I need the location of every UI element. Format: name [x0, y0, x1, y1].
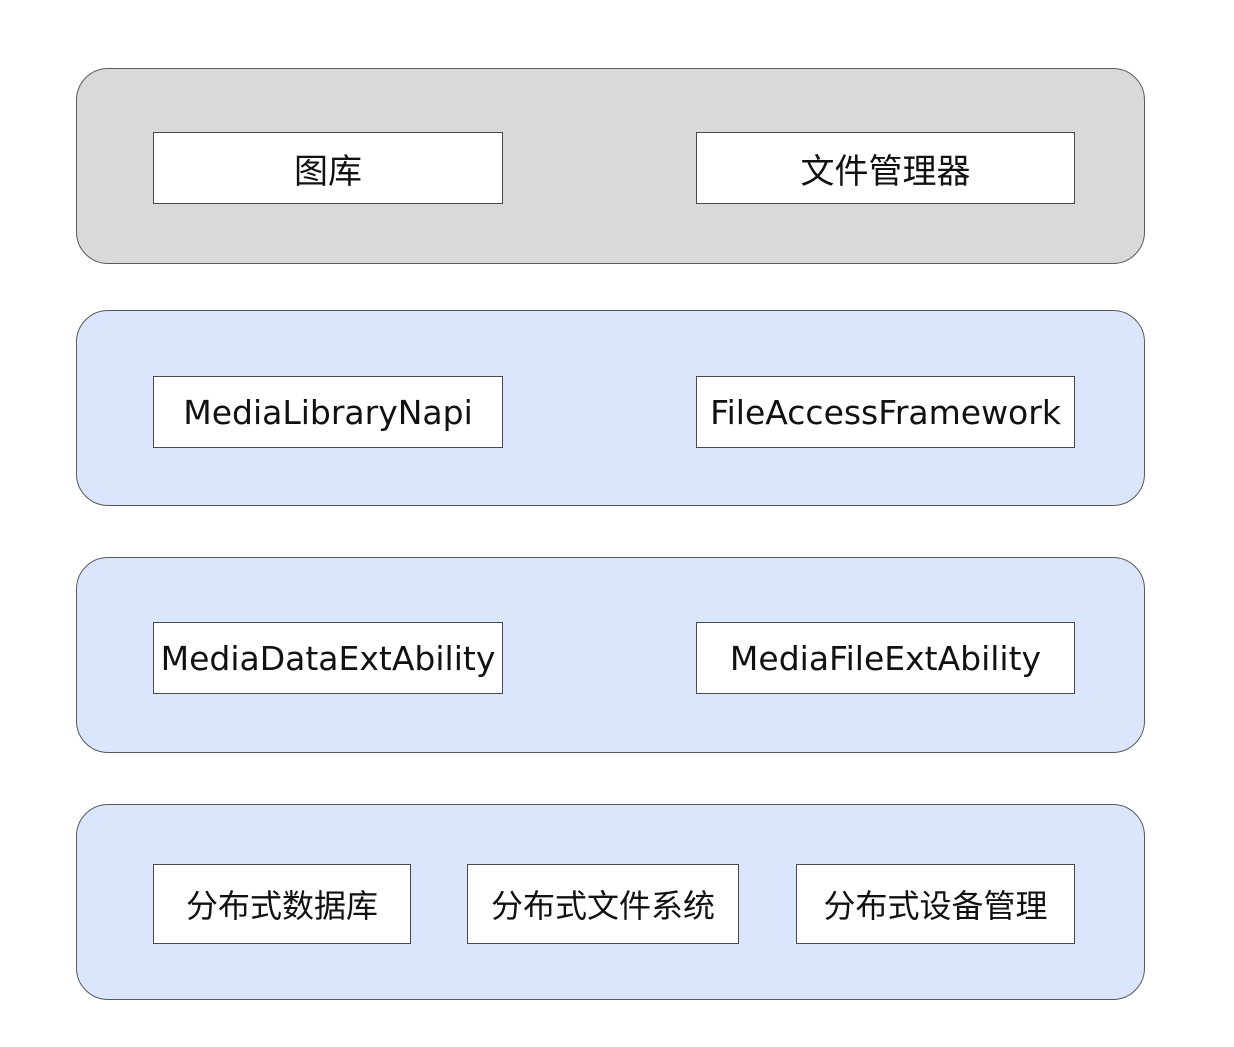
file-manager-box: 文件管理器 [696, 132, 1075, 204]
distributed-device-manager-box: 分布式设备管理 [796, 864, 1075, 944]
media-library-napi-box: MediaLibraryNapi [153, 376, 503, 448]
application-layer: 图库 文件管理器 [76, 68, 1145, 264]
distributed-file-system-box: 分布式文件系统 [467, 864, 739, 944]
napi-layer: MediaLibraryNapi FileAccessFramework [76, 310, 1145, 506]
file-access-framework-box: FileAccessFramework [696, 376, 1075, 448]
media-file-ext-ability-box: MediaFileExtAbility [696, 622, 1075, 694]
distributed-layer: 分布式数据库 分布式文件系统 分布式设备管理 [76, 804, 1145, 1000]
ext-ability-layer: MediaDataExtAbility MediaFileExtAbility [76, 557, 1145, 753]
gallery-box: 图库 [153, 132, 503, 204]
distributed-database-box: 分布式数据库 [153, 864, 411, 944]
media-data-ext-ability-box: MediaDataExtAbility [153, 622, 503, 694]
